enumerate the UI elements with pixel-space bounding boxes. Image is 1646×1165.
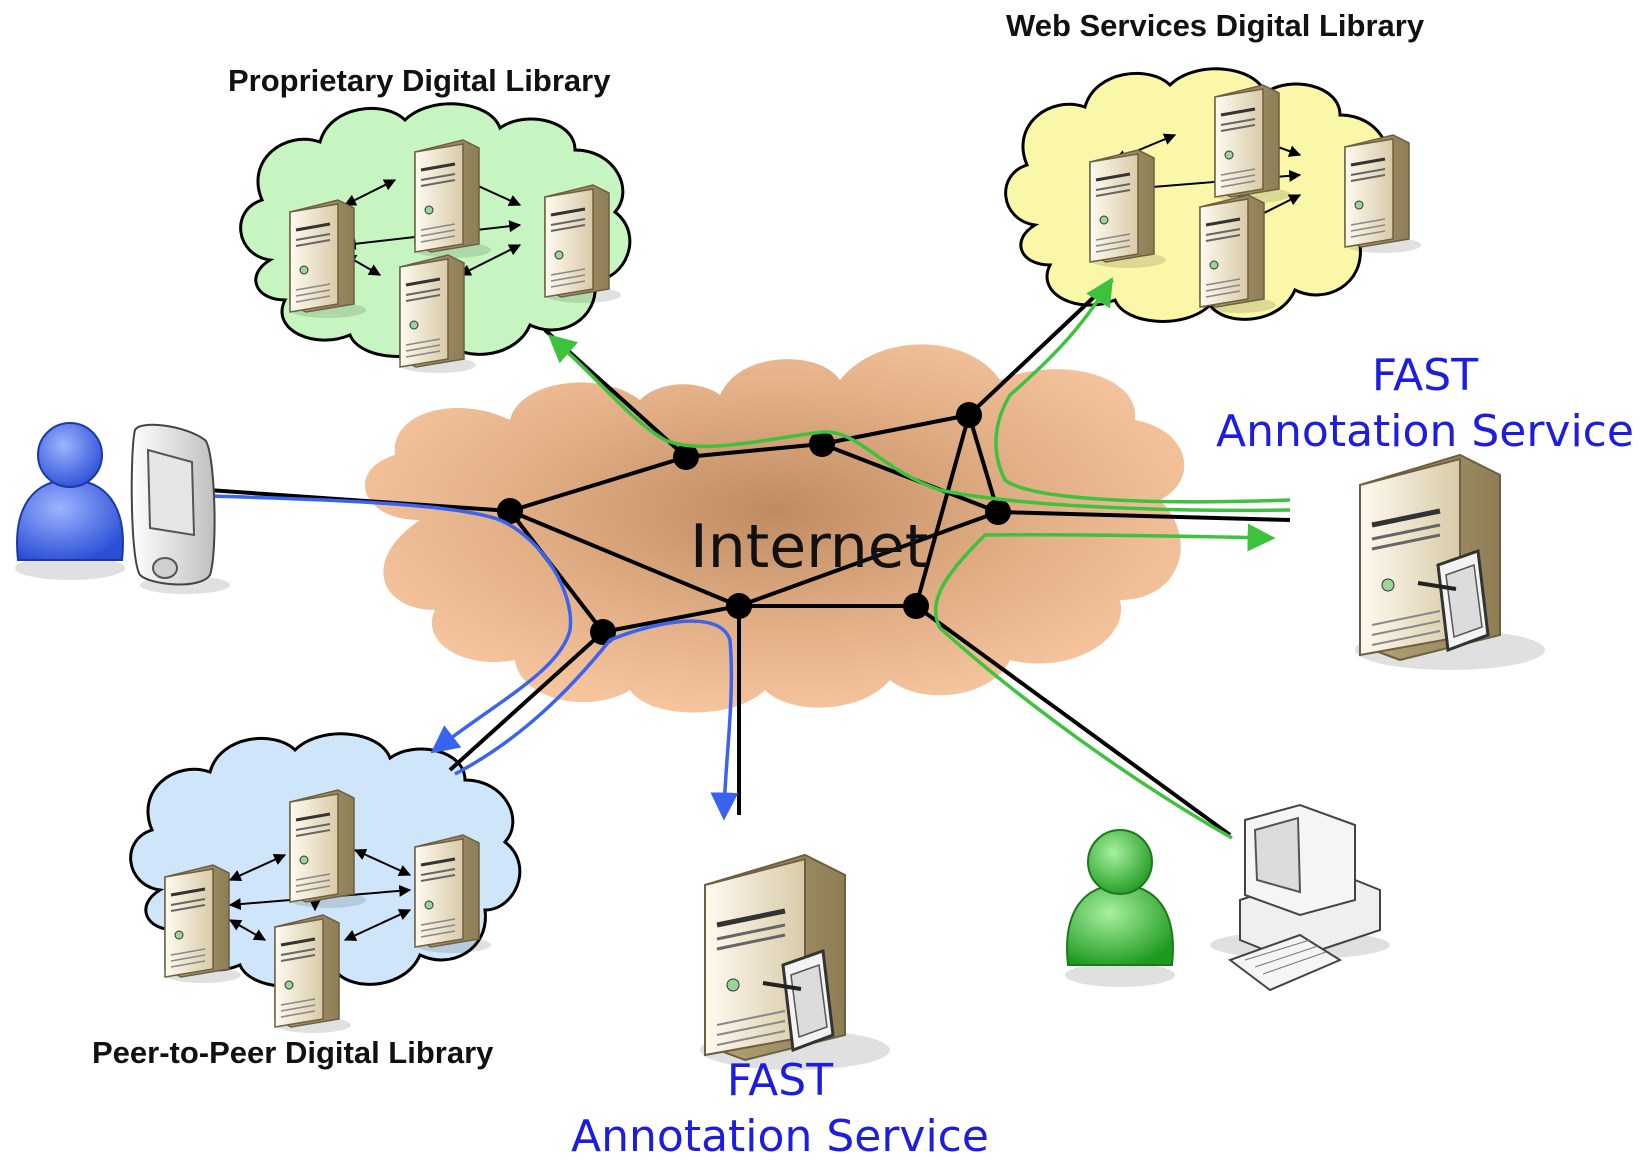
fast-bottom-label-line2: Annotation Service: [571, 1111, 989, 1162]
fast-server-right-icon: [1355, 455, 1545, 670]
web-services-library-label: Web Services Digital Library: [1006, 8, 1425, 43]
network-links: [207, 278, 1291, 837]
green-user-icon: [1065, 829, 1175, 987]
p2p-library-label: Peer-to-Peer Digital Library: [92, 1035, 494, 1070]
p2p-servers: [163, 788, 493, 1035]
fast-right-label: FAST Annotation Service: [1205, 348, 1645, 460]
fast-right-label-line2: Annotation Service: [1216, 406, 1634, 457]
proprietary-library-label: Proprietary Digital Library: [228, 63, 611, 98]
fast-server-bottom-icon: [700, 855, 890, 1070]
web-services-servers: [1088, 83, 1423, 315]
desktop-computer-icon: [1210, 803, 1390, 992]
pda-icon: [130, 423, 230, 594]
green-path: [547, 277, 1291, 840]
internet-label: Internet: [690, 512, 929, 582]
blue-path: [209, 494, 739, 821]
fast-right-label-line1: FAST: [1371, 350, 1479, 401]
fast-bottom-label-line1: FAST: [726, 1055, 834, 1106]
proprietary-servers: [288, 138, 623, 375]
blue-user-icon: [15, 422, 125, 580]
fast-bottom-label: FAST Annotation Service: [560, 1053, 1000, 1165]
